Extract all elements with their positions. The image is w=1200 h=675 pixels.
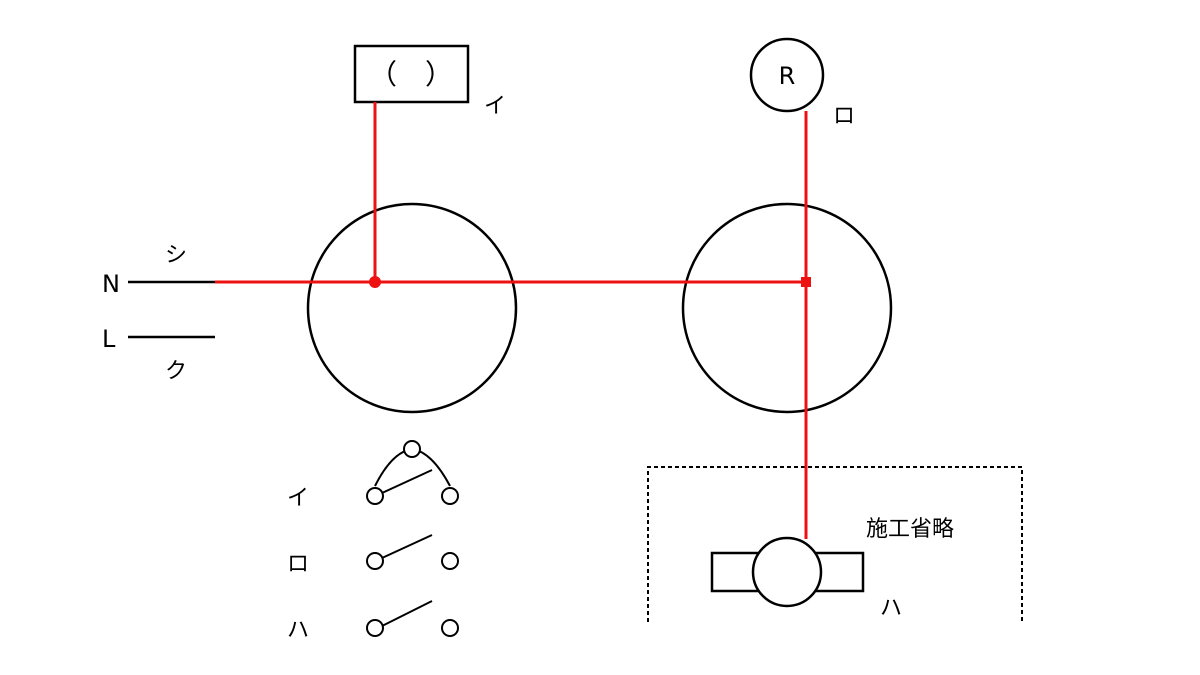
single-pole-ro-lever [381, 534, 433, 559]
junction-dot-left [369, 276, 381, 288]
three-way-switch-symbol [366, 440, 459, 505]
three-way-lever [381, 469, 433, 494]
junction-dot-right [801, 277, 811, 287]
single-pole-ro-terminal-left [366, 552, 384, 570]
three-way-terminal-top [403, 440, 421, 458]
single-pole-ha-terminal-left [366, 619, 384, 637]
left-junction-box [306, 202, 518, 414]
single-pole-ha-terminal-right [441, 619, 459, 637]
n-label: N [102, 270, 120, 298]
three-way-terminal-left [366, 487, 384, 505]
omitted-area-border [647, 466, 1023, 622]
red-wiring [215, 102, 808, 539]
switch-option-ro-label: ロ [287, 552, 309, 577]
l-label: L [102, 325, 116, 353]
switch-option-ha-label: ハ [287, 618, 309, 643]
outlet-box-text: （ ） [369, 58, 453, 91]
l-wire-label: ク [165, 359, 187, 384]
single-pole-ha-lever [381, 600, 433, 627]
three-way-terminal-right [441, 487, 459, 505]
n-wire-label: シ [165, 243, 187, 268]
right-junction-box [681, 202, 893, 414]
lamp-receptacle [749, 37, 825, 113]
outlet-box [353, 44, 470, 104]
fixture-label: ハ [880, 596, 902, 621]
lamp-receptacle-text: R [779, 62, 796, 90]
outlet-box-label: イ [484, 94, 506, 119]
switch-option-i-label: イ [287, 486, 309, 511]
single-pole-ro-terminal-right [441, 552, 459, 570]
single-pole-switch-ha-symbol [366, 600, 459, 637]
single-pole-switch-ro-symbol [366, 534, 459, 570]
omitted-area-text: 施工省略 [866, 517, 954, 542]
fixture-lamp [751, 536, 823, 608]
lamp-receptacle-label: ロ [833, 104, 855, 129]
